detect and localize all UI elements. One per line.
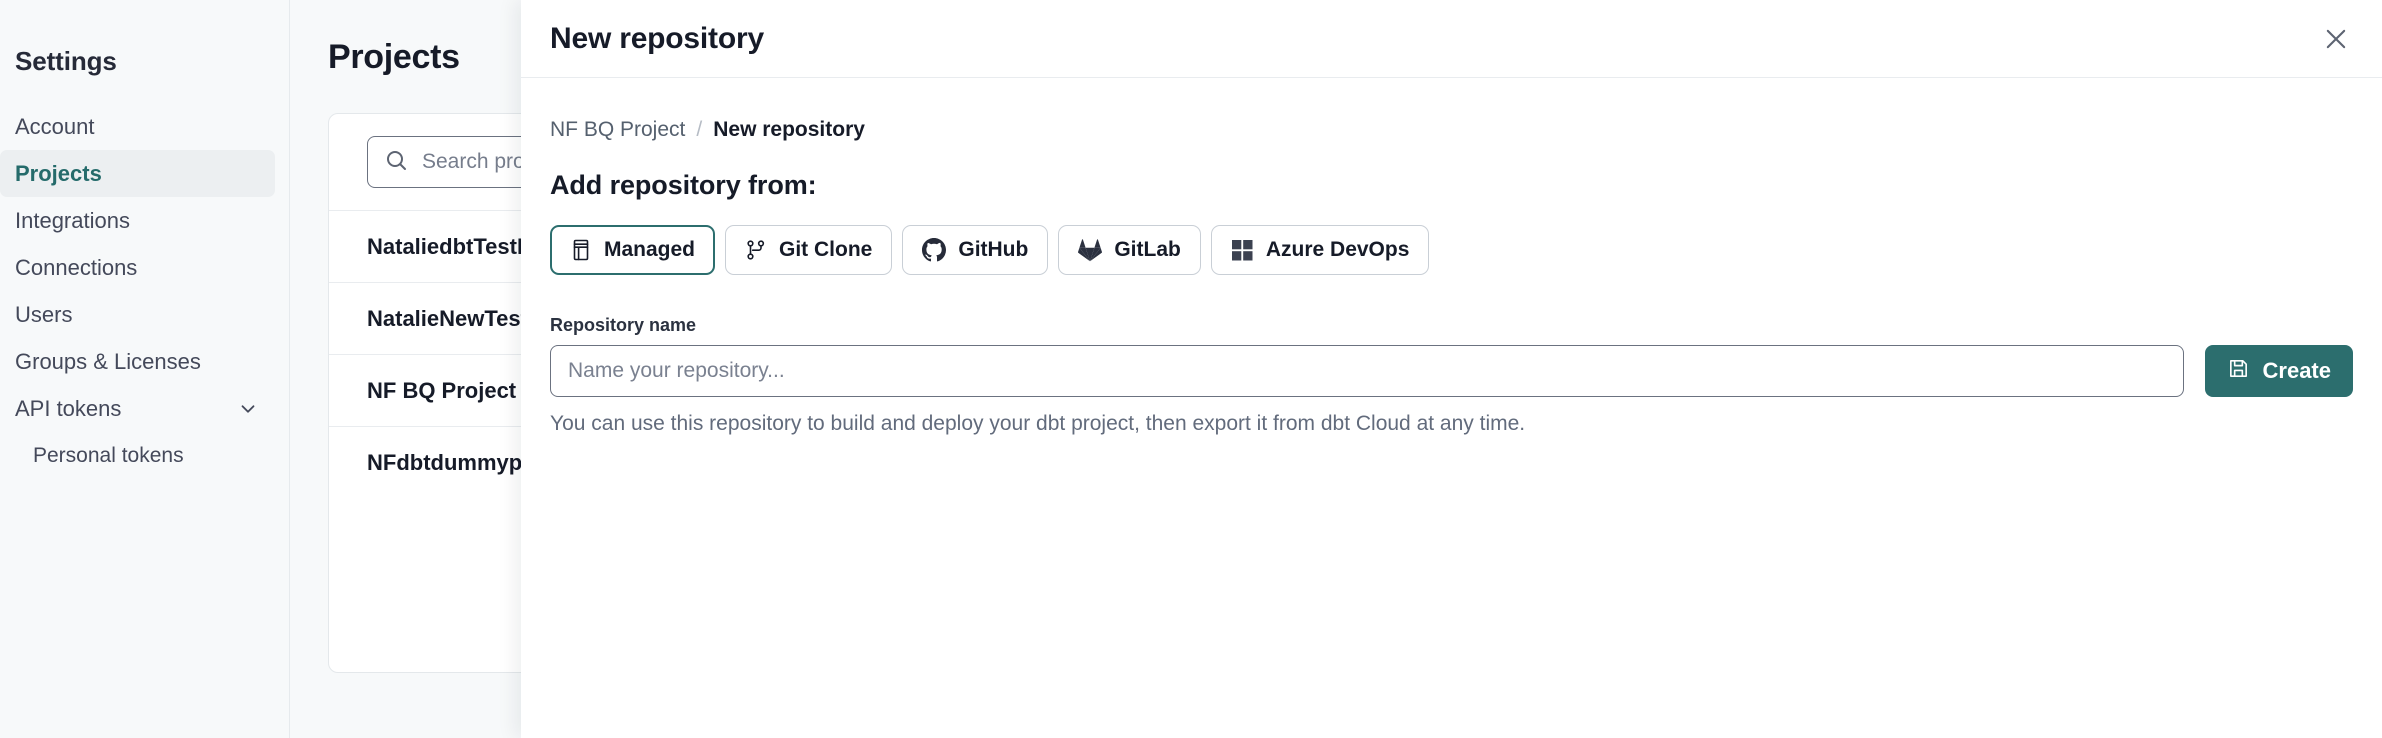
create-button[interactable]: Create xyxy=(2204,345,2353,397)
azure-devops-icon xyxy=(1231,239,1254,262)
settings-sidebar: Settings Account Projects Integrations C… xyxy=(0,0,290,738)
search-icon xyxy=(384,148,408,177)
sidebar-item-account[interactable]: Account xyxy=(0,103,275,150)
sidebar-nav: Account Projects Integrations Connection… xyxy=(0,103,289,479)
sidebar-item-label: Connections xyxy=(15,254,138,280)
tab-label: Git Clone xyxy=(779,238,873,261)
new-repository-drawer: New repository NF BQ Project / New repos… xyxy=(521,0,2382,738)
chevron-down-icon xyxy=(237,398,259,420)
sidebar-item-label: Personal tokens xyxy=(33,443,184,467)
tab-managed[interactable]: Managed xyxy=(550,225,716,275)
database-icon xyxy=(570,238,592,262)
tab-azure-devops[interactable]: Azure DevOps xyxy=(1210,225,1430,275)
sidebar-item-label: Integrations xyxy=(15,207,130,233)
add-repository-heading: Add repository from: xyxy=(550,170,817,200)
drawer-header: New repository xyxy=(521,0,2382,78)
breadcrumb-current: New repository xyxy=(713,118,865,141)
project-name: NatalieNewTest xyxy=(367,305,528,331)
sidebar-item-label: Groups & Licenses xyxy=(15,348,201,374)
create-button-label: Create xyxy=(2262,358,2331,383)
breadcrumb-parent-link[interactable]: NF BQ Project xyxy=(550,118,686,141)
drawer-title: New repository xyxy=(550,21,764,55)
sidebar-item-label: Projects xyxy=(15,160,102,186)
sidebar-item-groups-licenses[interactable]: Groups & Licenses xyxy=(0,338,275,385)
breadcrumb: NF BQ Project / New repository xyxy=(550,118,2353,142)
close-icon[interactable] xyxy=(2314,17,2358,61)
sidebar-title: Settings xyxy=(15,46,117,76)
drawer-body: NF BQ Project / New repository Add repos… xyxy=(521,78,2382,738)
project-name: NF BQ Project xyxy=(367,377,517,403)
sidebar-item-label: API tokens xyxy=(15,395,122,421)
save-icon xyxy=(2227,357,2250,386)
breadcrumb-separator: / xyxy=(696,118,703,141)
tab-git-clone[interactable]: Git Clone xyxy=(725,225,893,275)
repository-name-label: Repository name xyxy=(550,315,697,335)
page-title: Projects xyxy=(328,38,460,76)
tab-label: GitHub xyxy=(958,238,1029,261)
sidebar-item-connections[interactable]: Connections xyxy=(0,244,275,291)
repository-name-input[interactable] xyxy=(550,345,2184,397)
github-icon xyxy=(922,238,947,262)
git-branch-icon xyxy=(745,238,767,262)
repository-source-tabs: Managed Git Clone xyxy=(550,225,2353,275)
repository-name-row: Create xyxy=(550,345,2353,397)
repository-helper-text: You can use this repository to build and… xyxy=(550,412,1526,435)
tab-label: GitLab xyxy=(1114,238,1181,261)
tab-label: Managed xyxy=(604,238,696,261)
sidebar-item-api-tokens[interactable]: API tokens xyxy=(0,385,275,432)
sidebar-item-label: Account xyxy=(15,113,95,139)
sidebar-item-label: Users xyxy=(15,301,73,327)
tab-label: Azure DevOps xyxy=(1265,238,1410,261)
gitlab-icon xyxy=(1078,238,1103,262)
sidebar-item-personal-tokens[interactable]: Personal tokens xyxy=(0,432,275,479)
tab-gitlab[interactable]: GitLab xyxy=(1058,225,1201,275)
sidebar-item-users[interactable]: Users xyxy=(0,291,275,338)
sidebar-item-integrations[interactable]: Integrations xyxy=(0,197,275,244)
sidebar-item-projects[interactable]: Projects xyxy=(0,150,275,197)
tab-github[interactable]: GitHub xyxy=(902,225,1049,275)
